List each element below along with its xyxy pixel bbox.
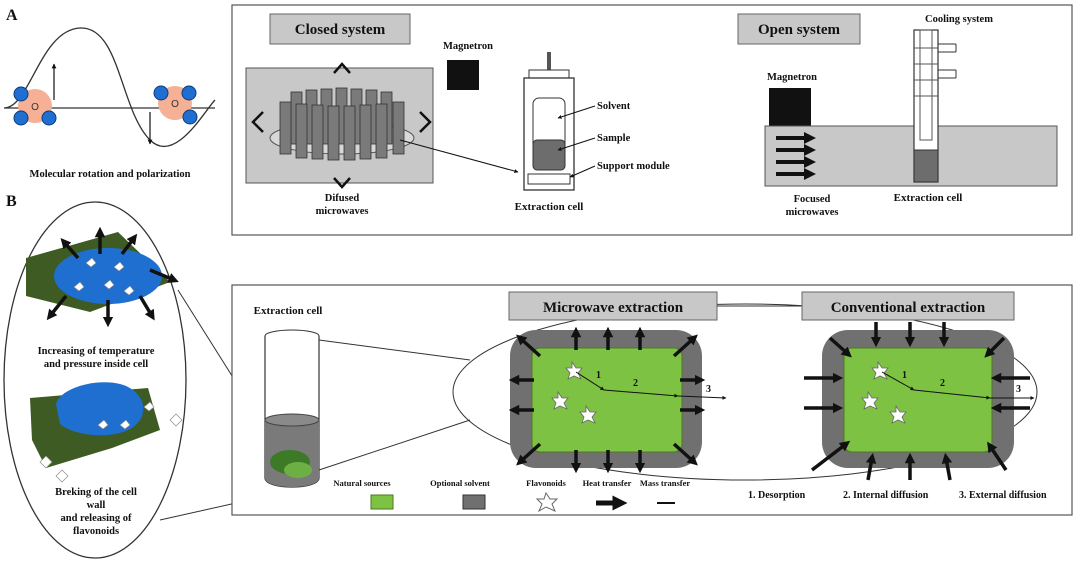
open-cell-label: Extraction cell xyxy=(894,192,963,204)
chevron-down-icon xyxy=(333,177,351,189)
pointer-arrow-icon xyxy=(399,139,519,173)
vessel-carousel-icon xyxy=(279,87,405,161)
outward-heat-arrows xyxy=(508,326,706,474)
wave-icon xyxy=(3,27,216,148)
legend-mass-label: Mass transfer xyxy=(640,478,691,488)
chevron-left-icon xyxy=(251,111,264,133)
open-system: Open system Cooling system Magnetron Foc… xyxy=(737,13,1058,218)
focused-microwave-arrows xyxy=(776,132,816,180)
step-2: 2 xyxy=(940,378,945,389)
bubble-caption-2d: flavonoids xyxy=(73,526,119,537)
bubble-caption-2a: Breking of the cell xyxy=(55,487,137,498)
step-1: 1 xyxy=(902,370,907,381)
chevron-right-icon xyxy=(419,111,432,133)
open-system-title-box xyxy=(737,13,861,45)
focused-label-1: Focused xyxy=(794,194,831,205)
legend-solvent-swatch xyxy=(462,494,486,510)
microwave-title: Microwave extraction xyxy=(543,300,684,316)
zoom-ellipse xyxy=(452,303,1038,481)
cooling-column-icon xyxy=(913,29,957,183)
focused-chamber xyxy=(764,125,1058,187)
inward-heat-arrows xyxy=(804,322,1030,481)
sample-label: Sample xyxy=(597,133,631,144)
panel-label-a: A xyxy=(6,7,18,24)
chevron-up-icon xyxy=(333,62,351,74)
step-2: 2 xyxy=(633,378,638,389)
step-3: 3 xyxy=(706,384,711,395)
microwave-extraction: Microwave extraction 1 2 xyxy=(508,291,727,474)
pressure-arrows xyxy=(46,226,179,328)
closed-extraction-cell xyxy=(523,52,575,191)
bubble-caption-1b: and pressure inside cell xyxy=(44,359,148,370)
lower-extraction-cell: Extraction cell xyxy=(254,305,323,488)
step-1: 1 xyxy=(596,370,601,381)
legend-heat-label: Heat transfer xyxy=(583,478,632,488)
open-system-title: Open system xyxy=(758,22,841,38)
magnetron-icon xyxy=(769,88,811,126)
legend-external-diffusion: 3. External diffusion xyxy=(959,490,1047,501)
legend-natural-label: Natural sources xyxy=(333,478,391,488)
cell-bubble: Increasing of temperature and pressure i… xyxy=(3,201,187,559)
lower-cell-label: Extraction cell xyxy=(254,305,323,317)
closed-system-title-box xyxy=(269,13,411,45)
diffused-label-1: Difused xyxy=(325,193,360,204)
flavonoid-icon xyxy=(535,491,559,513)
step-3: 3 xyxy=(1016,384,1021,395)
microwave-title-box xyxy=(508,291,718,321)
closed-system-title: Closed system xyxy=(295,22,386,38)
open-magnetron-label: Magnetron xyxy=(767,72,817,83)
svg-text:O: O xyxy=(171,99,179,110)
conventional-title: Conventional extraction xyxy=(831,300,986,316)
diffused-label-2: microwaves xyxy=(316,206,369,217)
closed-cell-label: Extraction cell xyxy=(515,201,584,213)
conventional-title-box xyxy=(801,291,1015,321)
bubble-caption-2c: and releasing of xyxy=(61,513,132,524)
closed-system: Closed system Magnetron Difused microwav… xyxy=(245,13,670,217)
legend-internal-diffusion: 2. Internal diffusion xyxy=(843,490,929,501)
legend-desorption: 1. Desorption xyxy=(748,490,806,501)
bubble-caption-1a: Increasing of temperature xyxy=(38,346,155,357)
panel-label-b: B xyxy=(6,193,17,210)
water-molecule-icon: O xyxy=(153,85,198,125)
bubble-caption-2b: wall xyxy=(87,500,106,511)
cooling-system-label: Cooling system xyxy=(925,14,993,25)
closed-magnetron-label: Magnetron xyxy=(443,41,493,52)
rotation-caption: Molecular rotation and polarization xyxy=(30,169,191,180)
legend-flavonoids-label: Flavonoids xyxy=(526,478,566,488)
legend: Natural sources Optional solvent Flavono… xyxy=(333,478,1047,513)
magnetron-icon xyxy=(447,60,479,90)
svg-text:O: O xyxy=(31,102,39,113)
conventional-extraction: Conventional extraction 1 2 xyxy=(801,291,1035,481)
solvent-label: Solvent xyxy=(597,101,631,112)
focused-label-2: microwaves xyxy=(786,207,839,218)
legend-natural-swatch xyxy=(370,494,394,510)
water-molecule-icon: O xyxy=(13,86,57,126)
molecular-rotation-diagram: O O Molecular rotation and polarization xyxy=(3,27,216,180)
support-module-label: Support module xyxy=(597,161,670,172)
legend-solvent-label: Optional solvent xyxy=(430,478,490,488)
